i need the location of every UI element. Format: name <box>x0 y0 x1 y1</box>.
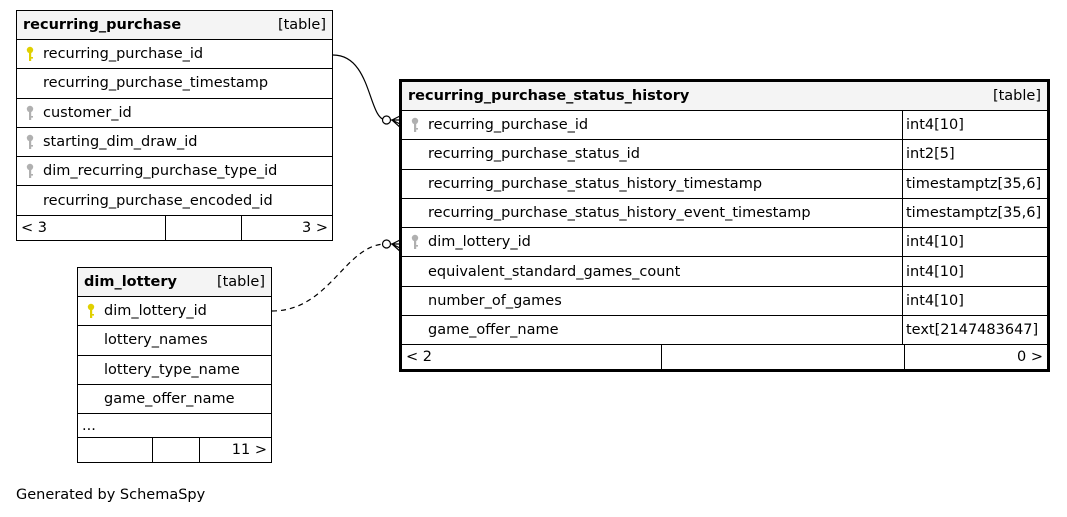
footer-empty-cell <box>78 438 152 462</box>
edge-recurring-purchase <box>332 54 387 121</box>
column-row[interactable]: recurring_purchase_encoded_id <box>17 186 332 216</box>
footer-empty-cell <box>165 215 241 240</box>
footer-parents-count: < 2 <box>406 349 432 366</box>
edge-recurring-purchase-zero-marker <box>381 115 392 125</box>
column-row[interactable]: dim_lottery_id <box>78 297 271 327</box>
foreign-key-icon <box>17 105 43 121</box>
column-name: recurring_purchase_timestamp <box>43 75 269 92</box>
edge-dim-lottery-crowfoot <box>390 238 403 254</box>
column-row[interactable]: lottery_type_name <box>78 356 271 385</box>
footer-children-count: 0 > <box>904 345 1047 370</box>
table-name: recurring_purchase <box>23 17 182 33</box>
footer-children-count: 11 > <box>199 438 271 463</box>
column-row[interactable]: customer_id <box>17 99 332 128</box>
primary-key-icon <box>17 46 43 62</box>
column-type: int4[10] <box>902 257 1047 286</box>
column-name: equivalent_standard_games_count <box>428 263 681 280</box>
column-row[interactable]: dim_recurring_purchase_type_id <box>17 157 332 187</box>
footer-empty-cell <box>152 438 199 463</box>
column-name: dim_recurring_purchase_type_id <box>43 163 278 180</box>
column-name: game_offer_name <box>428 322 559 339</box>
edge-dim-lottery <box>271 243 387 312</box>
column-name: dim_lottery_id <box>428 234 531 251</box>
column-row[interactable]: equivalent_standard_games_count int4[10] <box>402 257 1047 287</box>
footer-empty-cell <box>661 345 904 370</box>
primary-key-icon <box>78 303 104 319</box>
column-row[interactable]: recurring_purchase_id int4[10] <box>402 111 1047 141</box>
column-name: lottery_names <box>104 332 208 349</box>
column-name: dim_lottery_id <box>104 303 207 320</box>
column-type: int2[5] <box>902 140 1047 169</box>
table-footer: < 3 3 > <box>17 215 332 240</box>
column-list: dim_lottery_id lottery_names lottery_type_… <box>78 297 271 415</box>
column-name: starting_dim_draw_id <box>43 134 198 151</box>
table-recurring-purchase-status-history[interactable]: recurring_purchase_status_history [table… <box>399 79 1050 373</box>
table-kind: [table] <box>992 88 1041 104</box>
column-name: game_offer_name <box>104 391 235 408</box>
column-row[interactable]: recurring_purchase_status_history_event_… <box>402 198 1047 229</box>
column-row[interactable]: recurring_purchase_status_id int2[5] <box>402 140 1047 170</box>
column-name: recurring_purchase_status_history_event_… <box>428 205 811 222</box>
column-row[interactable]: recurring_purchase_timestamp <box>17 69 332 99</box>
table-header: recurring_purchase [table] <box>17 11 332 40</box>
column-type: timestamptz[35,6] <box>902 198 1047 228</box>
column-name: customer_id <box>43 104 132 121</box>
column-row[interactable]: starting_dim_draw_id <box>17 128 332 158</box>
column-row[interactable]: number_of_games int4[10] <box>402 286 1047 317</box>
column-row[interactable]: lottery_names <box>78 326 271 356</box>
foreign-key-icon <box>402 117 428 133</box>
column-row[interactable]: recurring_purchase_id <box>17 40 332 70</box>
column-name: lottery_type_name <box>104 361 240 378</box>
more-columns-indicator: ... <box>78 414 271 439</box>
column-name: recurring_purchase_encoded_id <box>43 192 273 209</box>
column-name: recurring_purchase_status_history_timest… <box>428 175 763 192</box>
table-name: recurring_purchase_status_history <box>408 88 690 104</box>
column-row[interactable]: game_offer_name text[2147483647] <box>402 316 1047 346</box>
column-type: int4[10] <box>902 228 1047 257</box>
column-list: recurring_purchase_id recurring_purchase_… <box>17 40 332 216</box>
edge-recurring-purchase-crowfoot <box>390 114 403 130</box>
table-recurring-purchase[interactable]: recurring_purchase [table] recurring_pur… <box>16 10 333 241</box>
column-type: timestamptz[35,6] <box>902 169 1047 198</box>
column-name: recurring_purchase_id <box>428 117 589 134</box>
edge-dim-lottery-zero-marker <box>381 239 392 249</box>
column-row[interactable]: dim_lottery_id int4[10] <box>402 228 1047 258</box>
column-row[interactable]: game_offer_name <box>78 385 271 415</box>
column-type: int4[10] <box>902 286 1047 316</box>
column-name: number_of_games <box>428 292 562 309</box>
column-row[interactable]: recurring_purchase_status_history_timest… <box>402 169 1047 199</box>
column-type: int4[10] <box>902 111 1047 140</box>
footer-parents-count: < 3 <box>21 219 47 236</box>
foreign-key-icon <box>17 134 43 150</box>
column-type: text[2147483647] <box>902 316 1047 345</box>
table-footer: 11 > <box>78 438 271 463</box>
column-name: recurring_purchase_status_id <box>428 146 640 163</box>
foreign-key-icon <box>402 234 428 250</box>
footer-children-count: 3 > <box>241 215 332 240</box>
column-name: recurring_purchase_id <box>43 46 204 63</box>
table-header: dim_lottery [table] <box>78 268 271 297</box>
table-footer: < 2 0 > <box>402 345 1047 370</box>
table-kind: [table] <box>216 274 265 290</box>
table-name: dim_lottery <box>84 274 177 290</box>
foreign-key-icon <box>17 163 43 179</box>
table-kind: [table] <box>277 17 326 33</box>
table-header: recurring_purchase_status_history [table… <box>402 82 1047 111</box>
generated-by-label: Generated by SchemaSpy <box>16 487 206 503</box>
